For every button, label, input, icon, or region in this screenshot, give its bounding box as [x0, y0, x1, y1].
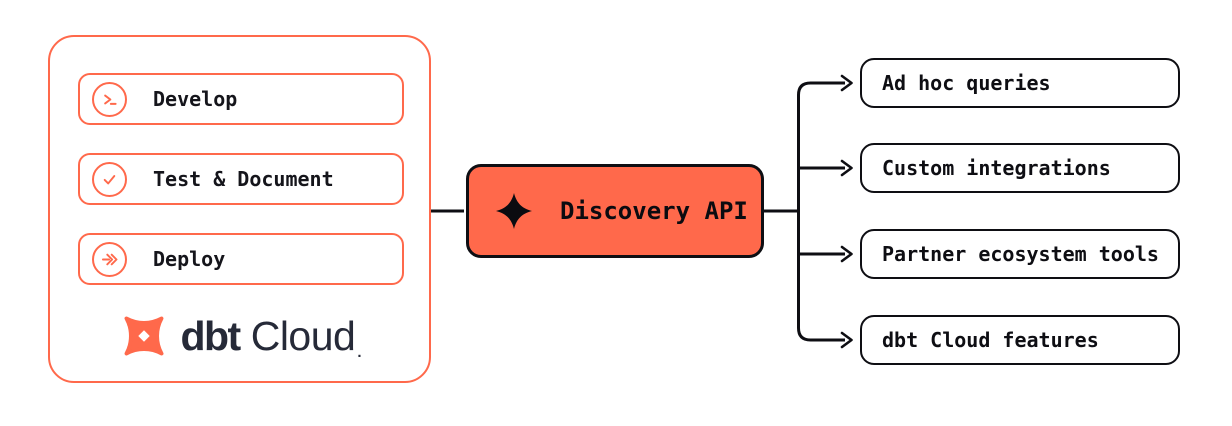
terminal-prompt-icon	[92, 81, 127, 117]
logo-text-cloud: Cloud	[250, 312, 356, 359]
consumer-partner-ecosystem-tools: Partner ecosystem tools	[860, 229, 1180, 279]
dbt-cloud-logo: dbt Cloud .	[50, 307, 429, 365]
discovery-api-node: Discovery API	[466, 164, 764, 258]
double-chevron-arrow-icon	[92, 241, 127, 277]
arrowhead-3	[840, 245, 853, 263]
arrowhead-4	[840, 331, 853, 349]
consumer-label: Ad hoc queries	[882, 71, 1051, 95]
four-point-star-icon	[496, 193, 532, 229]
step-label: Deploy	[153, 247, 226, 271]
step-label: Test & Document	[153, 167, 334, 191]
step-test-document: Test & Document	[78, 153, 404, 205]
arrowhead-2	[840, 159, 853, 177]
dbt-cloud-panel: Develop Test & Document Deploy	[48, 35, 431, 383]
edge-trunk-bottom-branch	[797, 211, 845, 342]
consumer-label: Partner ecosystem tools	[882, 242, 1159, 266]
arrowhead-1	[840, 74, 853, 92]
trademark-dot: .	[357, 344, 362, 361]
discovery-api-label: Discovery API	[560, 197, 748, 225]
logo-text-dbt: dbt	[180, 312, 241, 359]
consumer-dbt-cloud-features: dbt Cloud features	[860, 315, 1180, 365]
check-circle-icon	[92, 161, 127, 197]
step-develop: Develop	[78, 73, 404, 125]
edge-trunk-top-branch	[797, 81, 845, 211]
step-label: Develop	[153, 87, 238, 111]
consumer-ad-hoc-queries: Ad hoc queries	[860, 58, 1180, 108]
dbt-pinwheel-logo-icon	[125, 316, 164, 356]
consumer-custom-integrations: Custom integrations	[860, 143, 1180, 193]
consumer-label: Custom integrations	[882, 156, 1111, 180]
consumer-label: dbt Cloud features	[882, 328, 1099, 352]
step-deploy: Deploy	[78, 233, 404, 285]
